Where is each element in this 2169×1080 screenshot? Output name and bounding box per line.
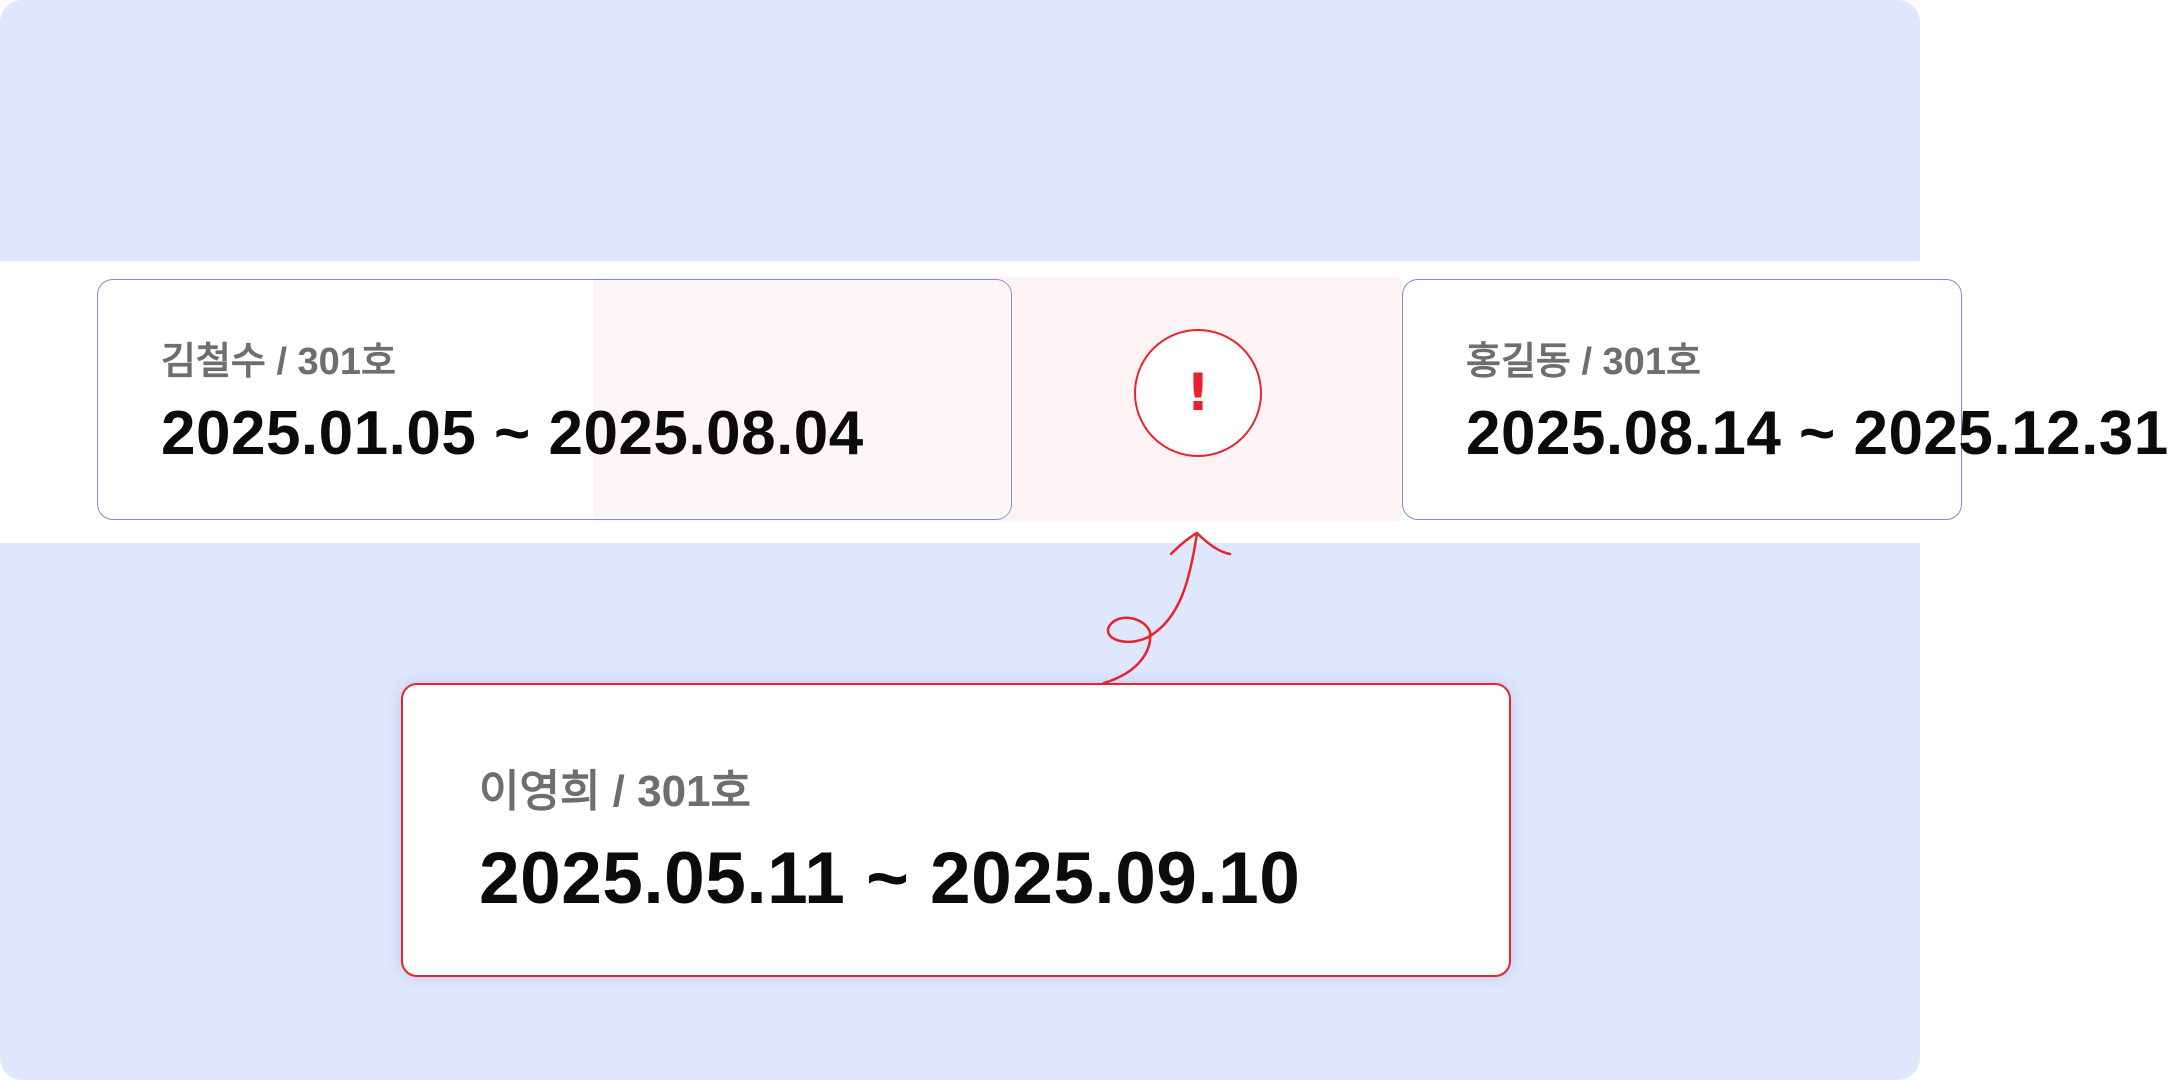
reservation-date-range: 2025.01.05 ~ 2025.08.04	[161, 399, 864, 468]
reservation-card-hong[interactable]: 홍길동 / 301호 2025.08.14 ~ 2025.12.31	[1402, 279, 2168, 520]
exclamation-icon: !	[1186, 363, 1210, 423]
overlap-tint	[593, 280, 1011, 519]
reservation-date-range: 2025.08.14 ~ 2025.12.31	[1466, 399, 2169, 468]
reservation-date-range: 2025.05.11 ~ 2025.09.10	[479, 838, 1301, 919]
hand-drawn-arrow-icon	[1102, 531, 1232, 685]
conflict-alert[interactable]: !	[1134, 329, 1262, 457]
reservation-guest-room: 이영희 / 301호	[479, 767, 752, 816]
reservation-card-kim[interactable]: 김철수 / 301호 2025.01.05 ~ 2025.08.04	[97, 279, 1012, 520]
new-reservation-card[interactable]: 이영희 / 301호 2025.05.11 ~ 2025.09.10	[401, 683, 1511, 977]
reservation-guest-room: 홍길동 / 301호	[1466, 341, 1701, 383]
reservation-guest-room: 김철수 / 301호	[161, 341, 396, 383]
